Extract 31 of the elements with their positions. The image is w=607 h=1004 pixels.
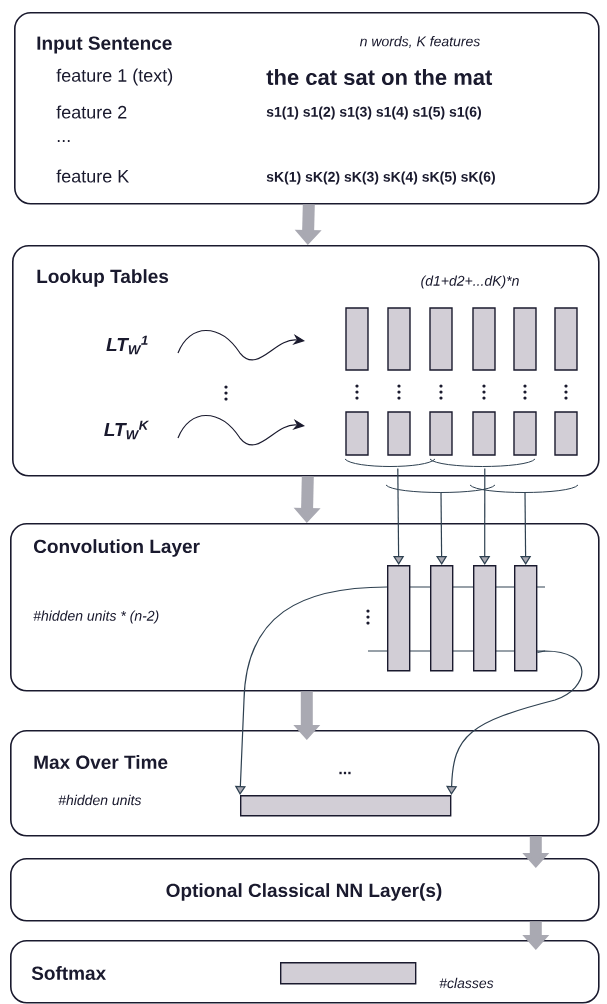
size-note: #hidden units * (n-2) xyxy=(33,610,159,624)
unit-bar xyxy=(514,565,538,672)
size-note: #hidden units xyxy=(58,794,142,806)
size-note: n words, K features xyxy=(359,36,480,48)
unit-bar xyxy=(473,565,497,672)
box-title: Optional Classical NN Layer(s) xyxy=(166,883,442,901)
table-label: LT$_{W}$K xyxy=(104,420,150,440)
feature-sequence: s1(1) s1(2) s1(3) s1(4) s1(5) s1(6) xyxy=(266,106,481,120)
unit-bar xyxy=(387,565,411,672)
unit-bar xyxy=(430,565,454,672)
box-title: Softmax xyxy=(31,966,106,980)
table-label: LT$_{W}$1 xyxy=(106,335,148,355)
box-title: Input Sentence xyxy=(37,36,172,54)
box-title: Convolution Layer xyxy=(34,539,200,557)
size-note: #classes xyxy=(439,977,494,989)
box-title: Lookup Tables xyxy=(37,269,169,287)
box-title: Max Over Time xyxy=(34,755,168,769)
wavy-arrow xyxy=(177,414,305,446)
feature-label: feature 1 (text) xyxy=(56,68,173,86)
feature-sequence: sK(1) sK(2) sK(3) sK(4) sK(5) sK(6) xyxy=(266,171,495,185)
ellipsis-text: ... xyxy=(339,771,351,775)
feature-label: feature K xyxy=(56,169,130,183)
sentence-text: the cat sat on the mat xyxy=(266,68,493,86)
size-note: (d1+d2+...dK)*n xyxy=(421,275,519,289)
arrow xyxy=(479,468,491,565)
layer-box xyxy=(10,858,600,922)
unit-bar xyxy=(280,962,417,985)
unit-bar xyxy=(240,795,452,817)
feature-label: feature 2 xyxy=(56,105,127,119)
wavy-arrow xyxy=(177,329,305,361)
ellipsis-text: ... xyxy=(57,140,70,142)
